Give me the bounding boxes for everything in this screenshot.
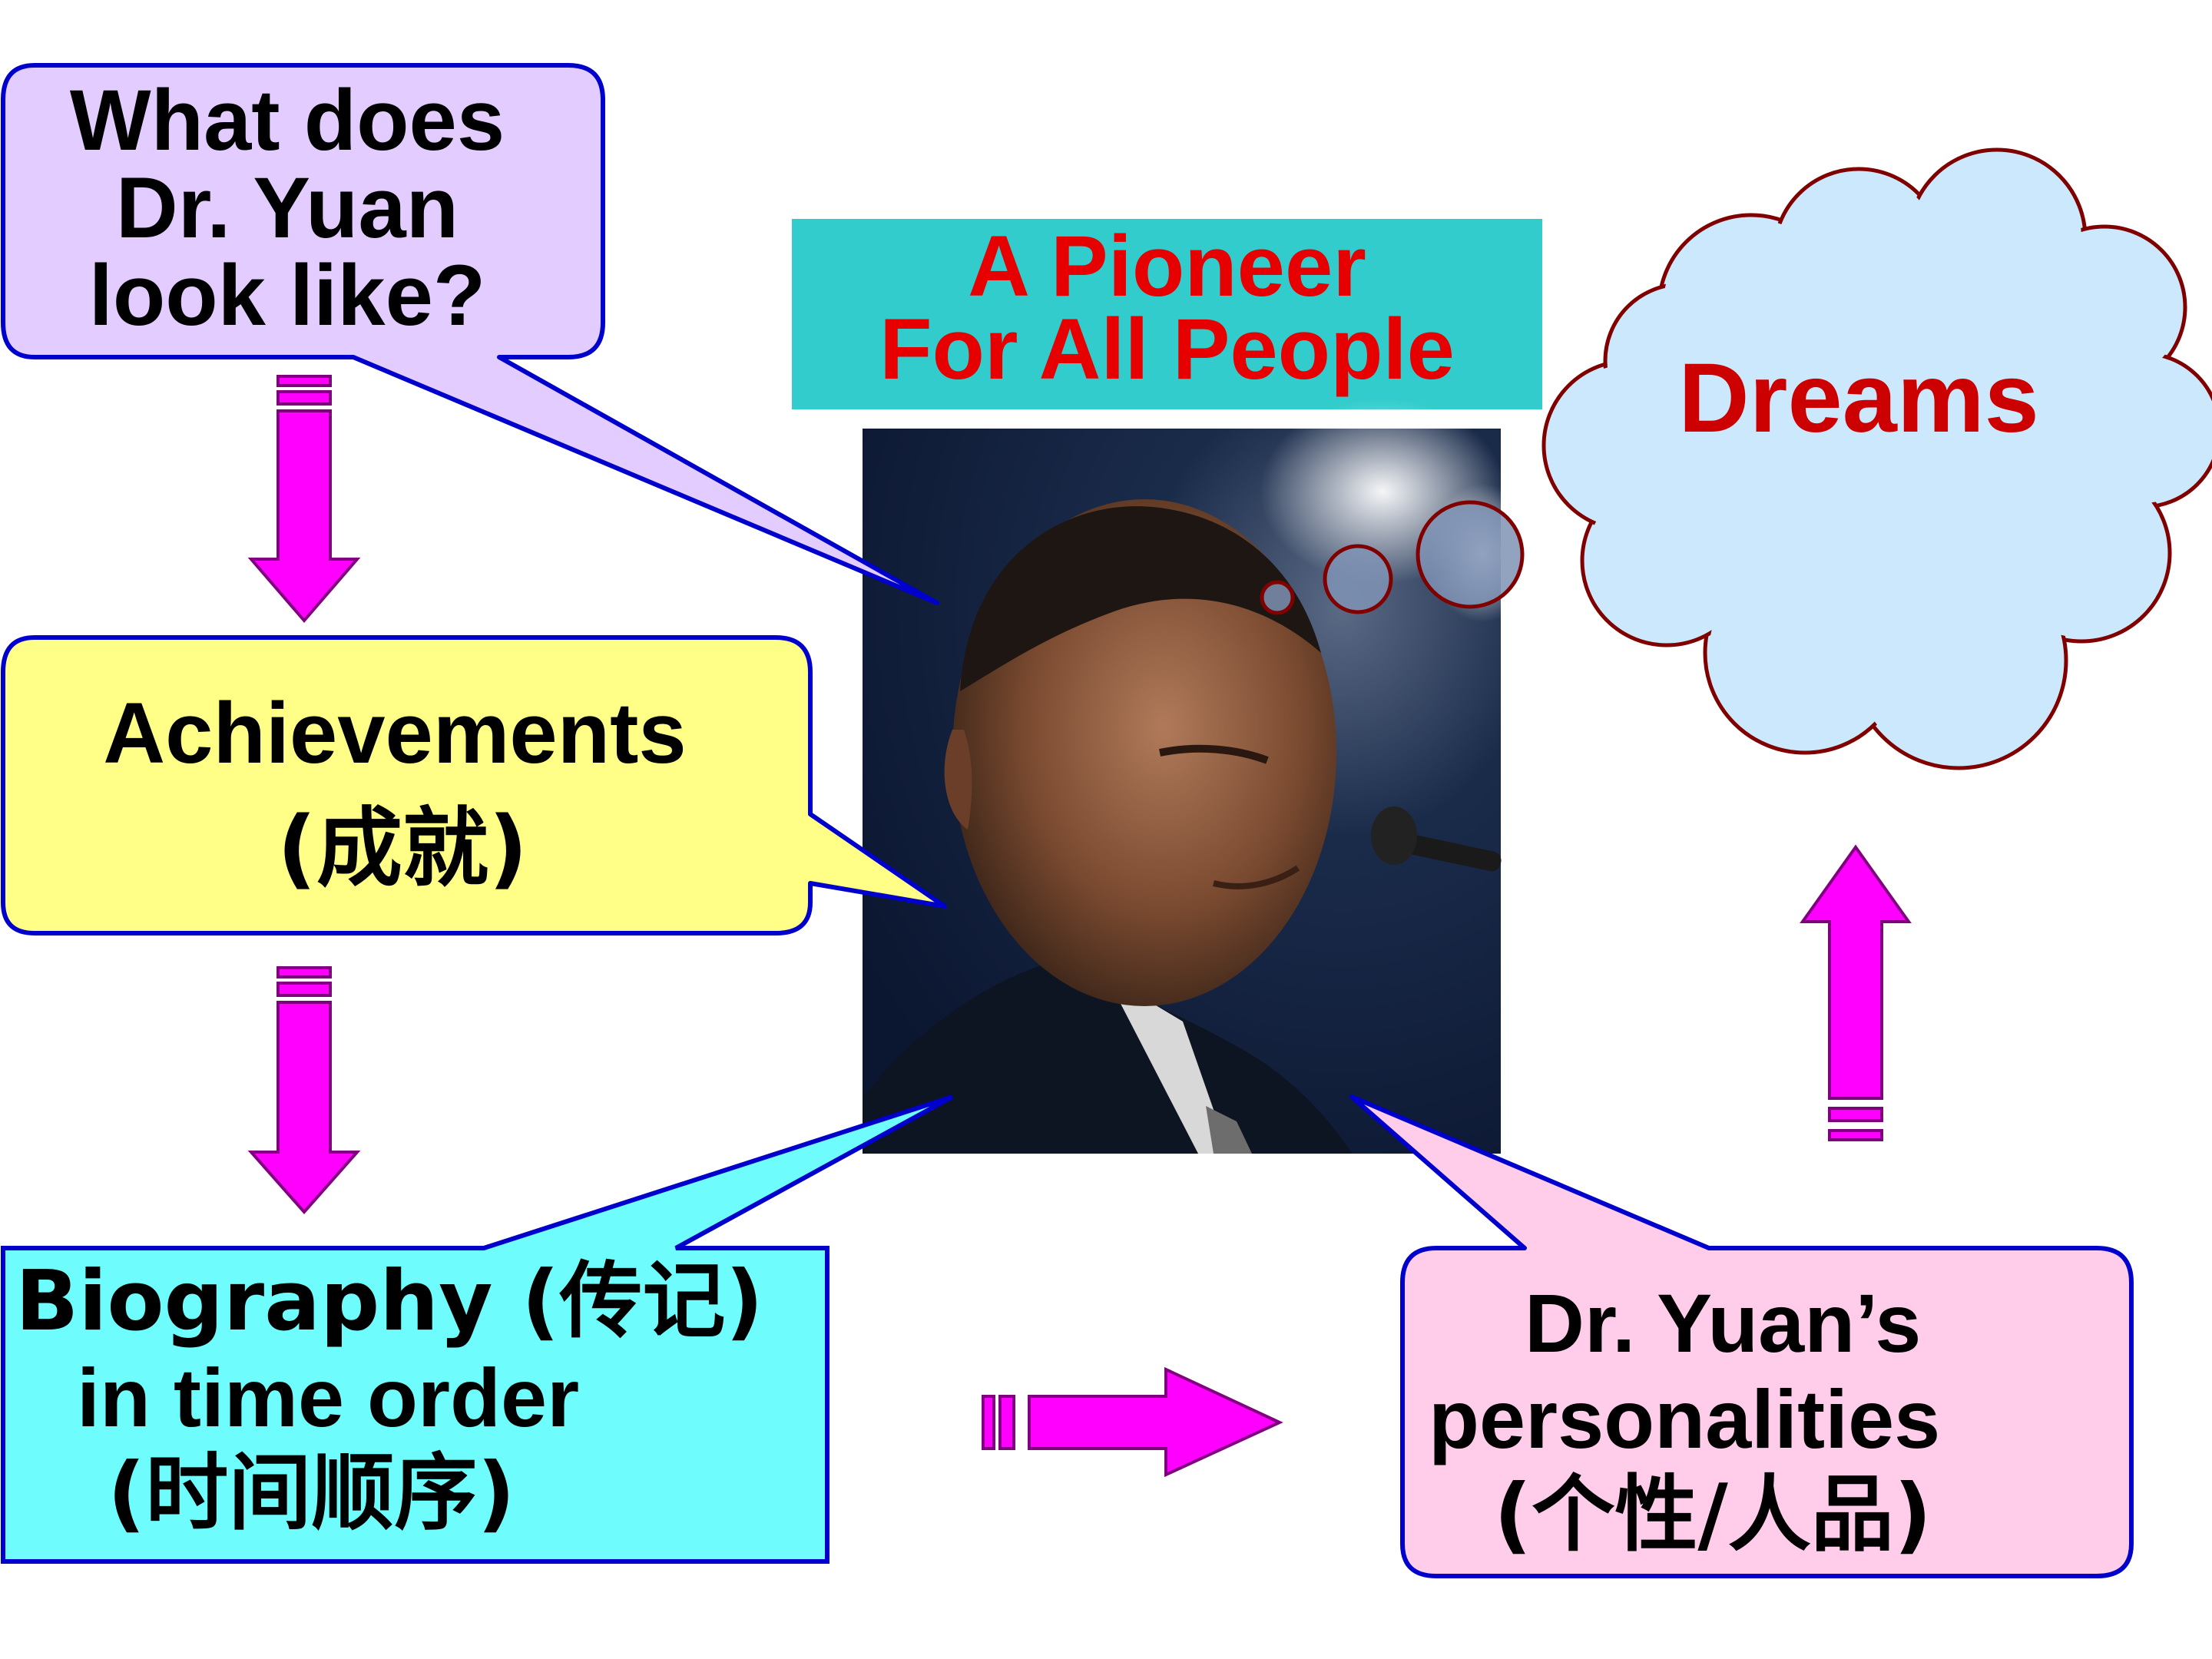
personalities-label-line1: Dr. Yuan’s <box>1525 1277 1922 1369</box>
biography-label-line2: in time order <box>77 1351 580 1444</box>
up-arrow <box>1800 844 1912 1141</box>
title-banner <box>792 219 1542 409</box>
dreams-label: Dreams <box>1678 343 2039 453</box>
achievements-label-line2: (成就) <box>276 799 528 899</box>
appearance-label-line2: Dr. Yuan <box>115 160 459 256</box>
down-arrow-1 <box>247 375 361 624</box>
personalities-label-line3: (个性/人品) <box>1494 1467 1932 1563</box>
down-arrow-2 <box>247 966 361 1215</box>
appearance-callout <box>1 63 939 605</box>
appearance-label-line3: look like? <box>88 247 486 343</box>
dreams-cloud <box>1541 147 2212 770</box>
portrait-photo <box>863 399 1536 1154</box>
page-title: A Pioneer For All People <box>792 218 1542 397</box>
biography-label-line3: (时间顺序) <box>108 1445 515 1541</box>
personalities-callout <box>1349 1094 2134 1578</box>
page-title-line1: A Pioneer <box>968 218 1366 314</box>
appearance-label-line1: What does <box>69 72 505 168</box>
achievements-label-line1: Achievements <box>103 685 687 781</box>
appearance-label: What does Dr. Yuan look like? <box>3 77 571 339</box>
personalities-label: Dr. Yuan’s personalities (个性/人品) <box>1429 1275 2120 1563</box>
thought-bubbles <box>1260 500 1525 615</box>
biography-callout <box>1 1094 954 1564</box>
biography-label: Biography (传记) in time order (时间顺序) <box>15 1253 822 1541</box>
personalities-label-line2: personalities <box>1429 1373 1941 1465</box>
biography-label-line1: Biography (传记) <box>15 1253 763 1349</box>
achievements-callout <box>1 635 947 935</box>
right-arrow <box>982 1366 1283 1478</box>
achievements-label: Achievements (成就) <box>3 676 786 906</box>
page-title-line2: For All People <box>879 301 1455 397</box>
